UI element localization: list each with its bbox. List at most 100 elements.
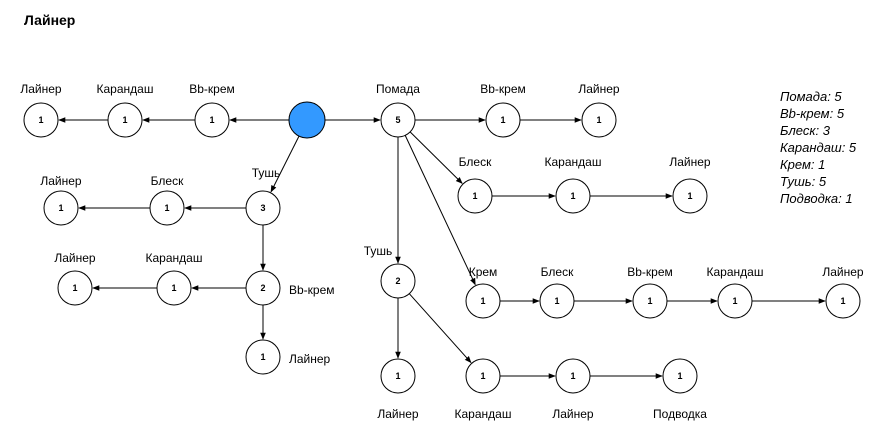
node-label: Лайнер <box>669 155 711 169</box>
legend-item: Крем: 1 <box>780 157 826 172</box>
node-circle <box>380 102 416 138</box>
node-label: Лайнер <box>552 407 594 421</box>
tree-node: 2 Тушь <box>364 244 416 299</box>
tree-node: 1 Bb-крем <box>480 82 526 138</box>
node-label: Крем <box>469 265 498 279</box>
tree-node: 1 Лайнер <box>40 174 82 226</box>
node-count: 1 <box>480 296 485 306</box>
edge-arrow <box>404 135 476 286</box>
node-count: 1 <box>38 115 43 125</box>
node-circle <box>632 283 668 319</box>
node-label: Подводка <box>653 407 707 421</box>
node-label: Bb-крем <box>289 283 335 297</box>
tree-node: 1 Лайнер <box>20 82 62 138</box>
node-count: 1 <box>647 296 652 306</box>
node-circle <box>662 358 698 394</box>
diagram-title: Лайнер <box>24 12 76 28</box>
tree-node: 1 Блеск <box>539 265 575 319</box>
node-circle <box>245 270 281 306</box>
tree-node: 2 Bb-крем <box>245 270 335 306</box>
root-node-circle <box>288 101 326 139</box>
node-count: 1 <box>500 115 505 125</box>
node-label: Тушь <box>252 166 281 180</box>
node-label: Bb-крем <box>480 82 526 96</box>
node-label: Лайнер <box>20 82 62 96</box>
node-circle <box>555 178 591 214</box>
node-circle <box>57 270 93 306</box>
tree-node: 1 Карандаш <box>146 251 203 306</box>
node-circle <box>672 178 708 214</box>
node-label: Bb-крем <box>627 265 673 279</box>
node-circle <box>156 270 192 306</box>
node-count: 1 <box>677 371 682 381</box>
node-label: Bb-крем <box>189 82 235 96</box>
node-label: Блеск <box>151 174 184 188</box>
node-label: Помада <box>376 82 420 96</box>
tree-node: 1 Bb-крем <box>627 265 673 319</box>
node-count: 1 <box>164 203 169 213</box>
node-circle <box>43 190 79 226</box>
node-count: 3 <box>260 203 265 213</box>
tree-node: 1 Лайнер <box>822 265 864 319</box>
node-count: 1 <box>596 115 601 125</box>
node-label: Карандаш <box>97 82 154 96</box>
node-count: 1 <box>260 352 265 362</box>
node-circle <box>194 102 230 138</box>
node-count: 1 <box>480 371 485 381</box>
legend-item: Блеск: 3 <box>780 123 830 138</box>
node-circle <box>555 358 591 394</box>
root-node <box>288 101 326 139</box>
node-count: 1 <box>58 203 63 213</box>
edge-arrow <box>270 135 300 193</box>
node-label: Лайнер <box>377 407 419 421</box>
tree-node: 1 Блеск <box>149 174 185 226</box>
node-count: 1 <box>570 191 575 201</box>
node-label: Блеск <box>459 155 492 169</box>
legend-item: Bb-крем: 5 <box>780 106 845 121</box>
legend-item: Тушь: 5 <box>780 174 827 189</box>
node-count: 5 <box>395 115 400 125</box>
node-label: Тушь <box>364 244 393 258</box>
legend-item: Подводка: 1 <box>780 191 853 206</box>
tree-node: 1 Лайнер <box>578 82 620 138</box>
tree-node: 5 Помада <box>376 82 420 138</box>
node-circle <box>717 283 753 319</box>
node-circle <box>465 358 501 394</box>
node-count: 1 <box>570 371 575 381</box>
node-count: 1 <box>395 371 400 381</box>
node-circle <box>245 339 281 375</box>
node-label: Лайнер <box>40 174 82 188</box>
node-label: Блеск <box>541 265 574 279</box>
nodes-layer: 1Bb-крем1Карандаш1Лайнер3Тушь1Блеск1Лайн… <box>20 82 864 421</box>
node-count: 2 <box>395 276 400 286</box>
node-circle <box>380 263 416 299</box>
node-label: Карандаш <box>146 251 203 265</box>
node-circle <box>465 283 501 319</box>
legend-item: Помада: 5 <box>780 89 842 104</box>
node-count: 1 <box>171 283 176 293</box>
node-count: 2 <box>260 283 265 293</box>
node-label: Лайнер <box>822 265 864 279</box>
node-count: 1 <box>554 296 559 306</box>
node-label: Карандаш <box>455 407 512 421</box>
node-circle <box>581 102 617 138</box>
tree-node: 1 Крем <box>465 265 501 319</box>
tree-node: 3 Тушь <box>245 166 281 226</box>
node-circle <box>107 102 143 138</box>
node-label: Лайнер <box>578 82 620 96</box>
node-count: 1 <box>840 296 845 306</box>
node-label: Лайнер <box>289 352 331 366</box>
tree-node: 1 Лайнер <box>245 339 331 375</box>
edge-arrow <box>409 131 463 184</box>
node-circle <box>539 283 575 319</box>
